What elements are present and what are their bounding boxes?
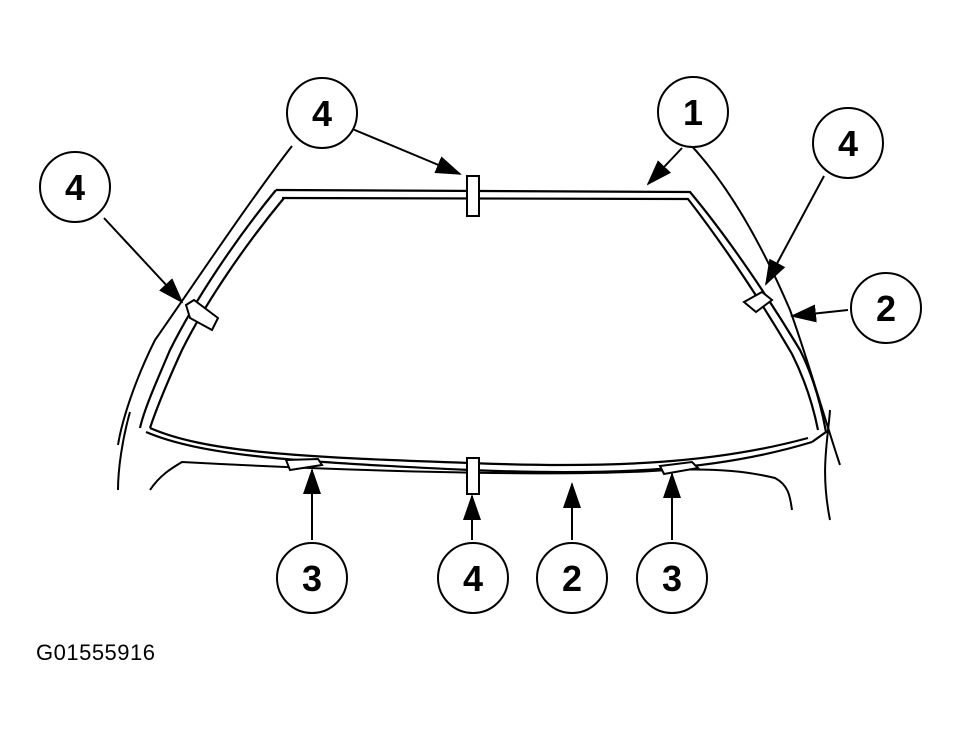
- windshield-molding: [138, 188, 828, 474]
- callout-one: 1: [657, 76, 729, 148]
- clip-bottom: [466, 457, 480, 495]
- callout-left-label: 4: [65, 167, 85, 208]
- callout-bottom-right-3-label: 3: [662, 558, 682, 599]
- callout-bottom-4: 4: [437, 542, 509, 614]
- callout-top-label: 4: [312, 93, 332, 134]
- vehicle-body-outline: [117, 139, 841, 521]
- pin-left: [284, 457, 324, 472]
- figure-id: G01555916: [36, 640, 156, 665]
- callout-one-label: 1: [683, 92, 703, 133]
- molding-clips: [184, 175, 774, 495]
- clip-right: [742, 290, 774, 314]
- pin-right: [658, 460, 701, 476]
- callout-right-top-label: 4: [838, 123, 858, 164]
- callout-bottom-left-3-label: 3: [302, 558, 322, 599]
- callout-left: 4: [39, 151, 111, 223]
- callout-bottom-left-3: 3: [276, 542, 348, 614]
- molding-pins: [284, 457, 701, 476]
- callout-right: 2: [850, 272, 922, 344]
- callout-bottom-2: 2: [536, 542, 608, 614]
- callout-top: 4: [286, 77, 358, 149]
- callout-bottom-4-label: 4: [463, 558, 483, 599]
- clip-left: [184, 298, 220, 332]
- callout-bottom-2-label: 2: [562, 558, 582, 599]
- callout-right-top: 4: [812, 107, 884, 179]
- callout-right-label: 2: [876, 288, 896, 329]
- leader-lines: [103, 127, 849, 540]
- clip-top: [466, 175, 480, 217]
- callout-bottom-right-3: 3: [636, 542, 708, 614]
